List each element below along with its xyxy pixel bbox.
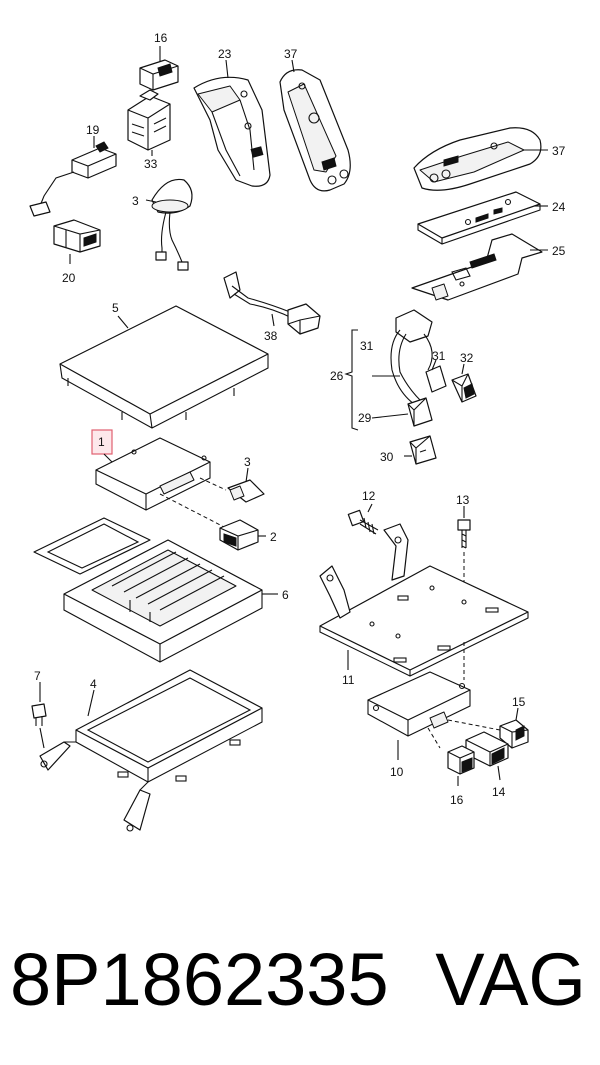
part-16-connector-bottom (447, 745, 475, 786)
footer: 8P1862335 VAG (0, 930, 600, 1030)
callout-14: 14 (492, 785, 506, 799)
callout-37-top: 37 (284, 47, 298, 61)
part-number: 8P1862335 (10, 938, 389, 1021)
callout-33: 33 (144, 157, 158, 171)
part-19-cable (29, 136, 117, 217)
part-3-connector (227, 467, 265, 503)
callout-25: 25 (552, 244, 566, 258)
callout-12: 12 (362, 489, 376, 503)
callout-24: 24 (552, 200, 566, 214)
part-38-cable (223, 271, 321, 335)
callout-37-right: 37 (552, 144, 566, 158)
part-37-holder-vertical (279, 59, 351, 192)
callout-4: 4 (90, 677, 97, 691)
part-25-board (411, 233, 548, 301)
callout-10: 10 (390, 765, 404, 779)
part-3-antenna (145, 178, 193, 271)
callout-3-mid: 3 (244, 455, 251, 469)
part-4-frame (39, 669, 263, 832)
part-10-module (367, 671, 501, 760)
callout-15: 15 (512, 695, 526, 709)
part-20-double-connector (53, 219, 101, 264)
callout-23: 23 (218, 47, 232, 61)
callout-2: 2 (270, 530, 277, 544)
callout-32: 32 (460, 351, 474, 365)
part-16-connector-top (139, 46, 179, 91)
part-11-bracket (319, 523, 529, 680)
part-26-harness (344, 309, 477, 465)
part-24-plate (417, 191, 548, 245)
parts-diagram: 16 33 23 37 19 (29, 31, 566, 832)
part-7-bolt (31, 682, 47, 749)
callout-5: 5 (112, 301, 119, 315)
callout-19: 19 (86, 123, 100, 137)
callout-31-right: 31 (432, 349, 446, 363)
callout-31-left: 31 (360, 339, 374, 353)
part-37-holder-horizontal (413, 127, 548, 191)
part-13-screw (457, 506, 471, 600)
part-2-connector (219, 519, 266, 551)
part-6-foam-tray (33, 517, 278, 663)
callout-7: 7 (34, 669, 41, 683)
callout-16-bottom: 16 (450, 793, 464, 807)
part-12-screw (347, 503, 379, 535)
callout-11: 11 (342, 673, 355, 687)
part-23-cradle (193, 59, 271, 187)
callout-16-top: 16 (154, 31, 168, 45)
part-33-plug (127, 89, 171, 156)
callout-29: 29 (358, 411, 372, 425)
part-15-connector (499, 707, 529, 749)
callout-26: 26 (330, 369, 344, 383)
callout-6: 6 (282, 588, 289, 602)
part-5-lid (59, 305, 269, 429)
callout-20: 20 (62, 271, 76, 285)
callout-30: 30 (380, 450, 394, 464)
part-1-control-unit (91, 429, 231, 531)
highlight-box (91, 429, 113, 455)
callout-1: 1 (98, 435, 105, 449)
callout-38: 38 (264, 329, 278, 343)
callout-3-top: 3 (132, 194, 139, 208)
brand-label: VAG (435, 938, 586, 1021)
callout-13: 13 (456, 493, 470, 507)
